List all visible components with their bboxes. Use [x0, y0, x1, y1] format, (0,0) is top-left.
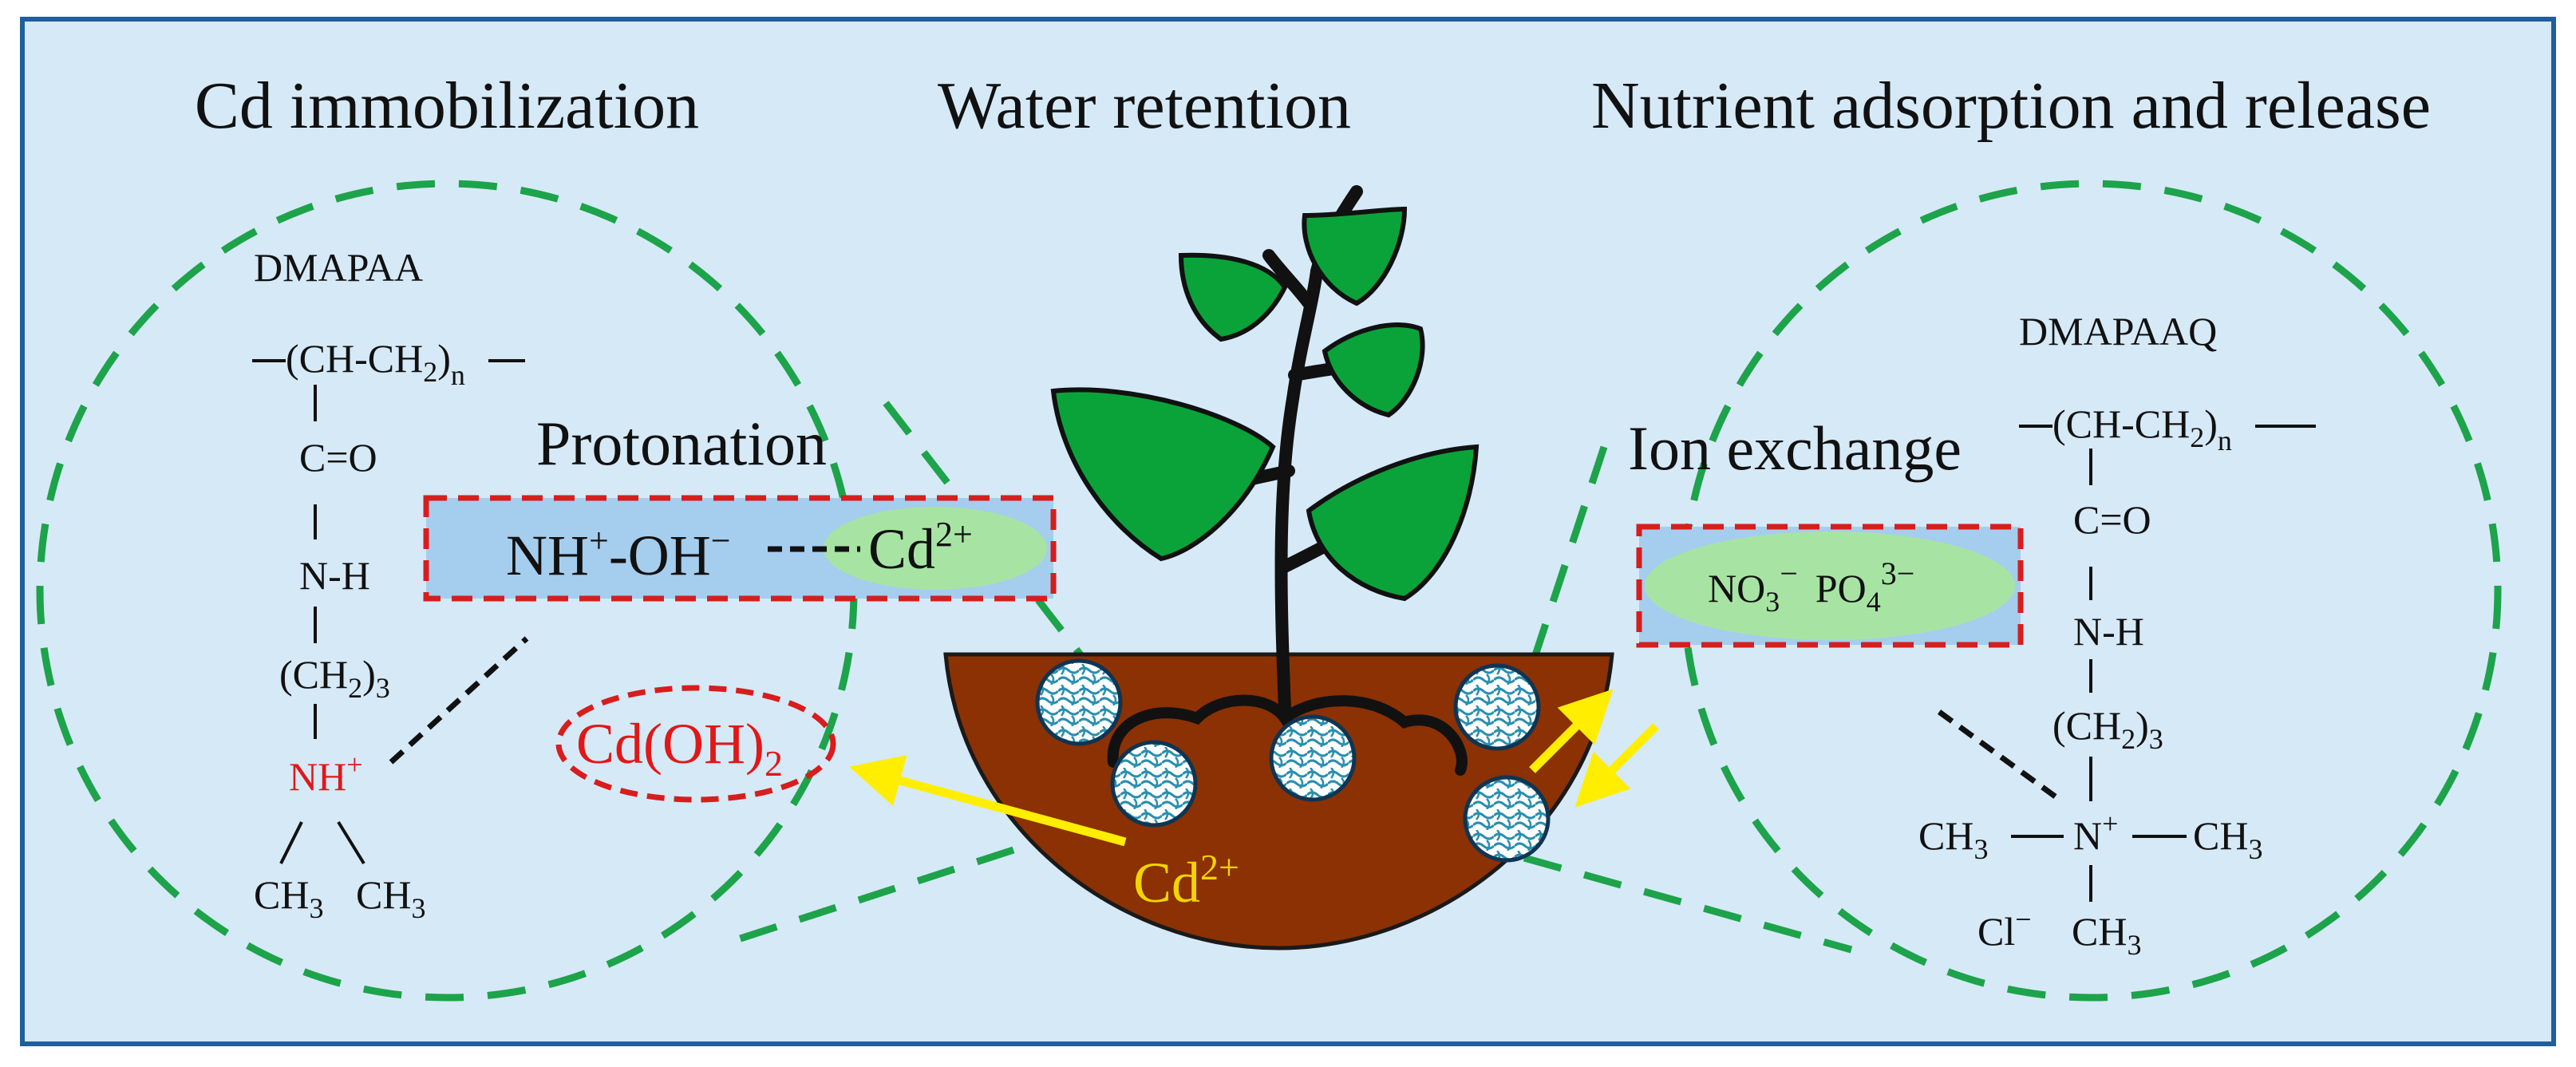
nutrient-ions: NO3−PO43− — [1708, 555, 1914, 618]
ion-exchange-label: Ion exchange — [1628, 413, 1962, 483]
dmapaa-label: DMAPAA — [254, 245, 423, 290]
dmapaa-methyl-1: CH3 — [254, 872, 323, 924]
cdoh2-label: Cd(OH)2 — [576, 712, 783, 784]
dmapaaq-methyl-left: CH3 — [1918, 813, 1988, 865]
dmapaaq-amide: N-H — [2073, 609, 2144, 654]
dmapaa-propyl: (CH2)3 — [279, 652, 390, 704]
dmapaaq-structure: (CH-CH2)n C=O N-H (CH2)3 CH3 N+ CH3 Cl− … — [1918, 401, 2316, 961]
hydrogel-bead — [1110, 740, 1198, 828]
heading-water-retention: Water retention — [938, 69, 1351, 143]
dmapaaq-propyl: (CH2)3 — [2053, 703, 2163, 755]
dmapaa-structure: (CH-CH2)n C=O N-H (CH2)3 NH+ CH3 CH3 — [252, 336, 529, 924]
dmapaaq-backbone: (CH-CH2)n — [2053, 401, 2232, 456]
dmapaaq-quat-n: N+ — [2073, 808, 2118, 858]
dmapaaq-methyl-bottom: CH3 — [2072, 909, 2141, 961]
protonation-label: Protonation — [536, 409, 827, 478]
dmapaaq-carbonyl: C=O — [2073, 497, 2151, 542]
nutrient-ellipse — [1645, 532, 2015, 640]
heading-cd-immobilization: Cd immobilization — [195, 69, 699, 143]
plant-leaves — [1050, 206, 1480, 602]
box-cd-ion: Cd2+ — [868, 515, 973, 581]
cd-ellipse — [824, 507, 1047, 590]
heading-nutrient-adsorption: Nutrient adsorption and release — [1591, 69, 2431, 143]
protonation-equation: NH+-OH− — [506, 521, 731, 587]
plant-roots — [1107, 694, 1468, 776]
yellow-arrows — [849, 689, 1659, 847]
dmapaa-amine: NH+ — [289, 749, 363, 799]
hydrogel-beads — [1035, 658, 1551, 863]
dmapaa-methyl-2: CH3 — [356, 872, 425, 924]
dmapaa-carbonyl: C=O — [299, 435, 377, 480]
cd-ion-label: Cd2+ — [1133, 847, 1239, 915]
hydrogel-bead — [1035, 658, 1123, 746]
hydrogel-bead — [1453, 663, 1541, 751]
cdoh2-ellipse — [555, 685, 836, 803]
hydrogel-bead — [1463, 775, 1551, 863]
dmapaa-amide: N-H — [299, 553, 370, 598]
dmapaaq-methyl-right: CH3 — [2193, 813, 2262, 865]
dmapaaq-chloride: Cl− — [1977, 903, 2032, 954]
dmapaaq-label: DMAPAAQ — [2019, 309, 2217, 354]
hydrogel-bead — [1269, 714, 1357, 802]
dmapaa-backbone: (CH-CH2)n — [286, 336, 465, 391]
